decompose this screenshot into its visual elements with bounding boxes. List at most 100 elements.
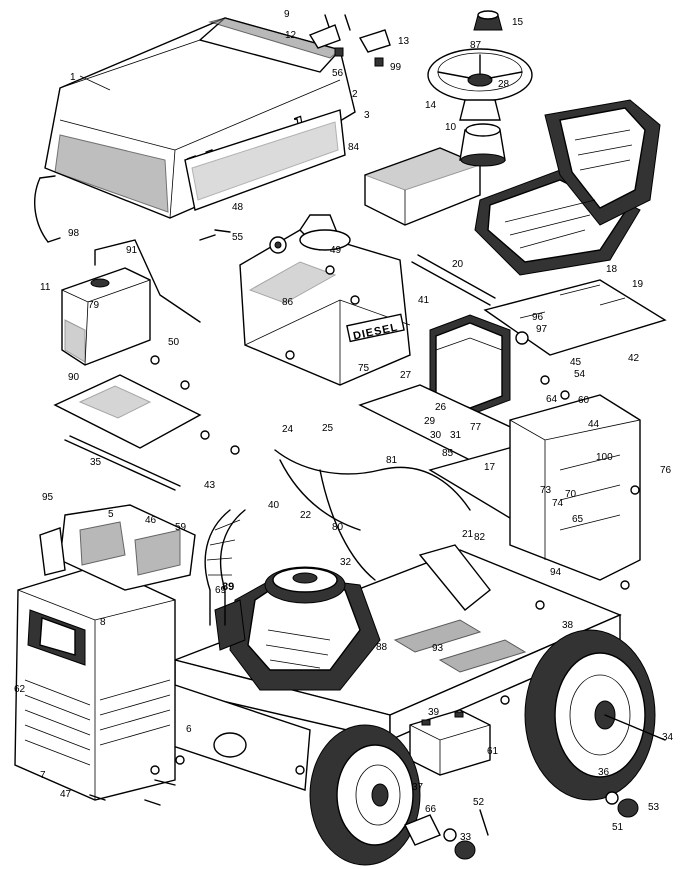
callout: 96 <box>532 312 544 323</box>
callout: 53 <box>648 802 660 813</box>
callout: 66 <box>425 804 437 815</box>
callout: 65 <box>572 514 584 525</box>
callout: 26 <box>435 402 447 413</box>
callout: 98 <box>68 228 80 239</box>
rear-wheel <box>524 629 666 801</box>
callout: 64 <box>546 394 558 405</box>
mudguard <box>418 544 491 611</box>
battery <box>409 709 491 776</box>
hub-cap-rear <box>617 798 639 818</box>
callout: 82 <box>474 532 486 543</box>
callout: 89 <box>222 581 234 593</box>
callout: 36 <box>598 767 610 778</box>
callout: 61 <box>487 746 499 757</box>
seat-rod <box>411 261 491 306</box>
callout: 14 <box>425 100 437 111</box>
callout: 70 <box>565 489 577 500</box>
callout: 90 <box>68 372 80 383</box>
callout: 35 <box>90 457 102 468</box>
callout: 46 <box>145 515 157 526</box>
side-panel <box>184 109 346 211</box>
callout: 55 <box>232 232 244 243</box>
callout: 86 <box>282 297 294 308</box>
callout: 69 <box>215 585 227 596</box>
exhaust-pipe <box>204 509 231 626</box>
callout: 52 <box>473 797 485 808</box>
callout: 31 <box>450 430 462 441</box>
callout: 94 <box>550 567 562 578</box>
washer-rear <box>605 791 619 805</box>
headlight-housing <box>59 504 196 591</box>
callout: 11 <box>40 282 51 293</box>
callout: 43 <box>204 480 216 491</box>
callout: 32 <box>340 557 352 568</box>
callout: 75 <box>358 363 370 374</box>
callout: 5 <box>108 509 114 520</box>
callout: 99 <box>390 62 402 73</box>
callout: 24 <box>282 424 294 435</box>
callout: 81 <box>386 455 398 466</box>
callout: 79 <box>88 300 100 311</box>
seat-plate <box>483 279 667 356</box>
callout: 56 <box>332 68 344 79</box>
callout: 25 <box>322 423 334 434</box>
floor-plate <box>53 374 202 449</box>
callout: 77 <box>470 422 482 433</box>
callout: 30 <box>430 430 442 441</box>
callout: 27 <box>400 370 412 381</box>
callout: 80 <box>332 522 344 533</box>
callout: 1 <box>70 72 76 83</box>
callout: 13 <box>398 36 410 47</box>
callout: 3 <box>364 110 370 121</box>
battery-box <box>429 314 529 416</box>
callout: 76 <box>660 465 672 476</box>
fasteners <box>89 14 640 806</box>
wiring-harness <box>274 449 471 581</box>
tank-bracket <box>94 239 201 323</box>
callout: 91 <box>126 245 138 256</box>
callout: 8 <box>100 617 106 628</box>
callout: 85 <box>442 448 454 459</box>
callout: 19 <box>632 279 644 290</box>
steering-hub <box>459 123 506 167</box>
callout: 20 <box>452 259 464 270</box>
hub-cap <box>454 840 476 860</box>
steering-cap <box>473 10 503 31</box>
callout: 42 <box>628 353 640 364</box>
callout: 49 <box>330 245 342 256</box>
rod <box>64 439 176 491</box>
fuel-tank <box>61 267 151 366</box>
callout: 38 <box>562 620 574 631</box>
callout: 44 <box>588 419 600 430</box>
callout: 17 <box>484 462 496 473</box>
seat <box>474 99 661 276</box>
callout: 28 <box>498 79 510 90</box>
callout: 73 <box>540 485 552 496</box>
callout: 41 <box>418 295 430 306</box>
callout: 15 <box>512 17 524 28</box>
filler-cap <box>269 236 287 254</box>
callout: 7 <box>40 770 46 781</box>
callout: 59 <box>175 522 187 533</box>
callout: 12 <box>285 30 297 41</box>
hub-sleeve <box>404 814 441 846</box>
steering-wheel <box>427 48 533 121</box>
foam-blocks <box>363 147 482 226</box>
callout: 74 <box>552 498 564 509</box>
callout: 48 <box>232 202 244 213</box>
callout: 95 <box>42 492 54 503</box>
callout: 54 <box>574 369 586 380</box>
callout: 100 <box>596 452 613 463</box>
callout: 39 <box>428 707 440 718</box>
callout: 60 <box>578 395 590 406</box>
callout: 88 <box>376 642 388 653</box>
engine <box>214 566 381 691</box>
callout: 84 <box>348 142 360 153</box>
callout: 97 <box>536 324 548 335</box>
hood-hinge <box>308 24 391 67</box>
callout: 62 <box>14 684 26 695</box>
callout: 6 <box>186 724 192 735</box>
callout: 37 <box>412 782 424 793</box>
callout: 9 <box>284 9 290 20</box>
